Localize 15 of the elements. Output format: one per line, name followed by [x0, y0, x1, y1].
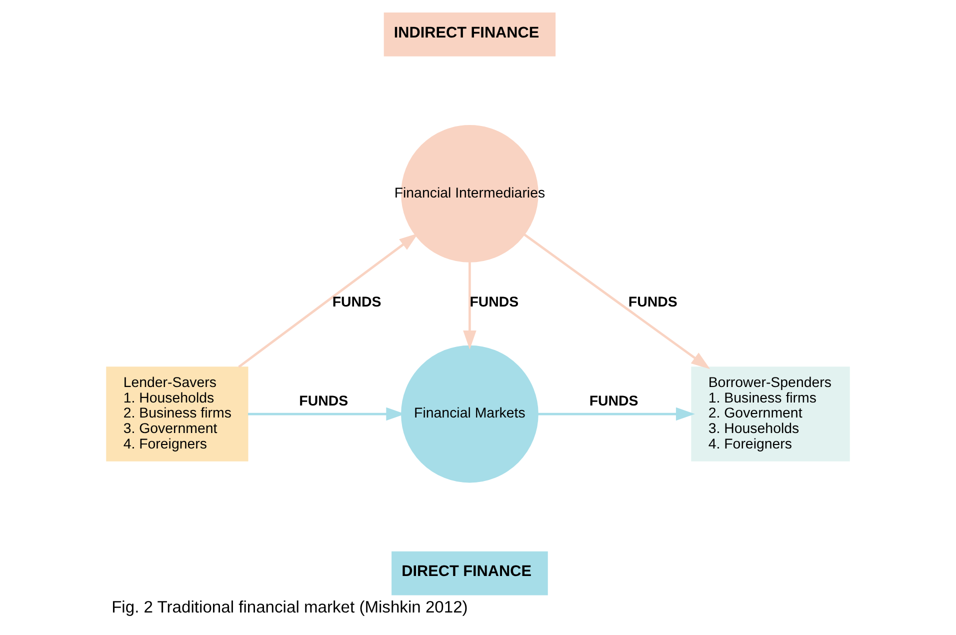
node-box: INDIRECT FINANCE [384, 12, 556, 56]
node-circle: Financial Markets [401, 345, 538, 483]
arrow [463, 262, 476, 350]
node-box: DIRECT FINANCE [392, 551, 548, 596]
edge-label: FUNDS [589, 393, 638, 410]
edge-label: FUNDS [332, 294, 382, 310]
edge-label: FUNDS [470, 294, 519, 310]
arrow [238, 233, 418, 368]
edge-label: FUNDS [299, 393, 348, 410]
arrow [524, 234, 710, 370]
arrow [538, 407, 695, 421]
node-box: Borrower-Spenders 1. Business firms 2. Government 3. Households 4. Foreigners [691, 366, 850, 462]
caption: Fig. 2 Traditional financial market (Mishkin 2012) [112, 598, 468, 617]
node-box: Lender-Savers 1. Households 2. Business firms 3. Government 4. Foreigners [106, 366, 248, 462]
edge-label: FUNDS [628, 294, 678, 310]
